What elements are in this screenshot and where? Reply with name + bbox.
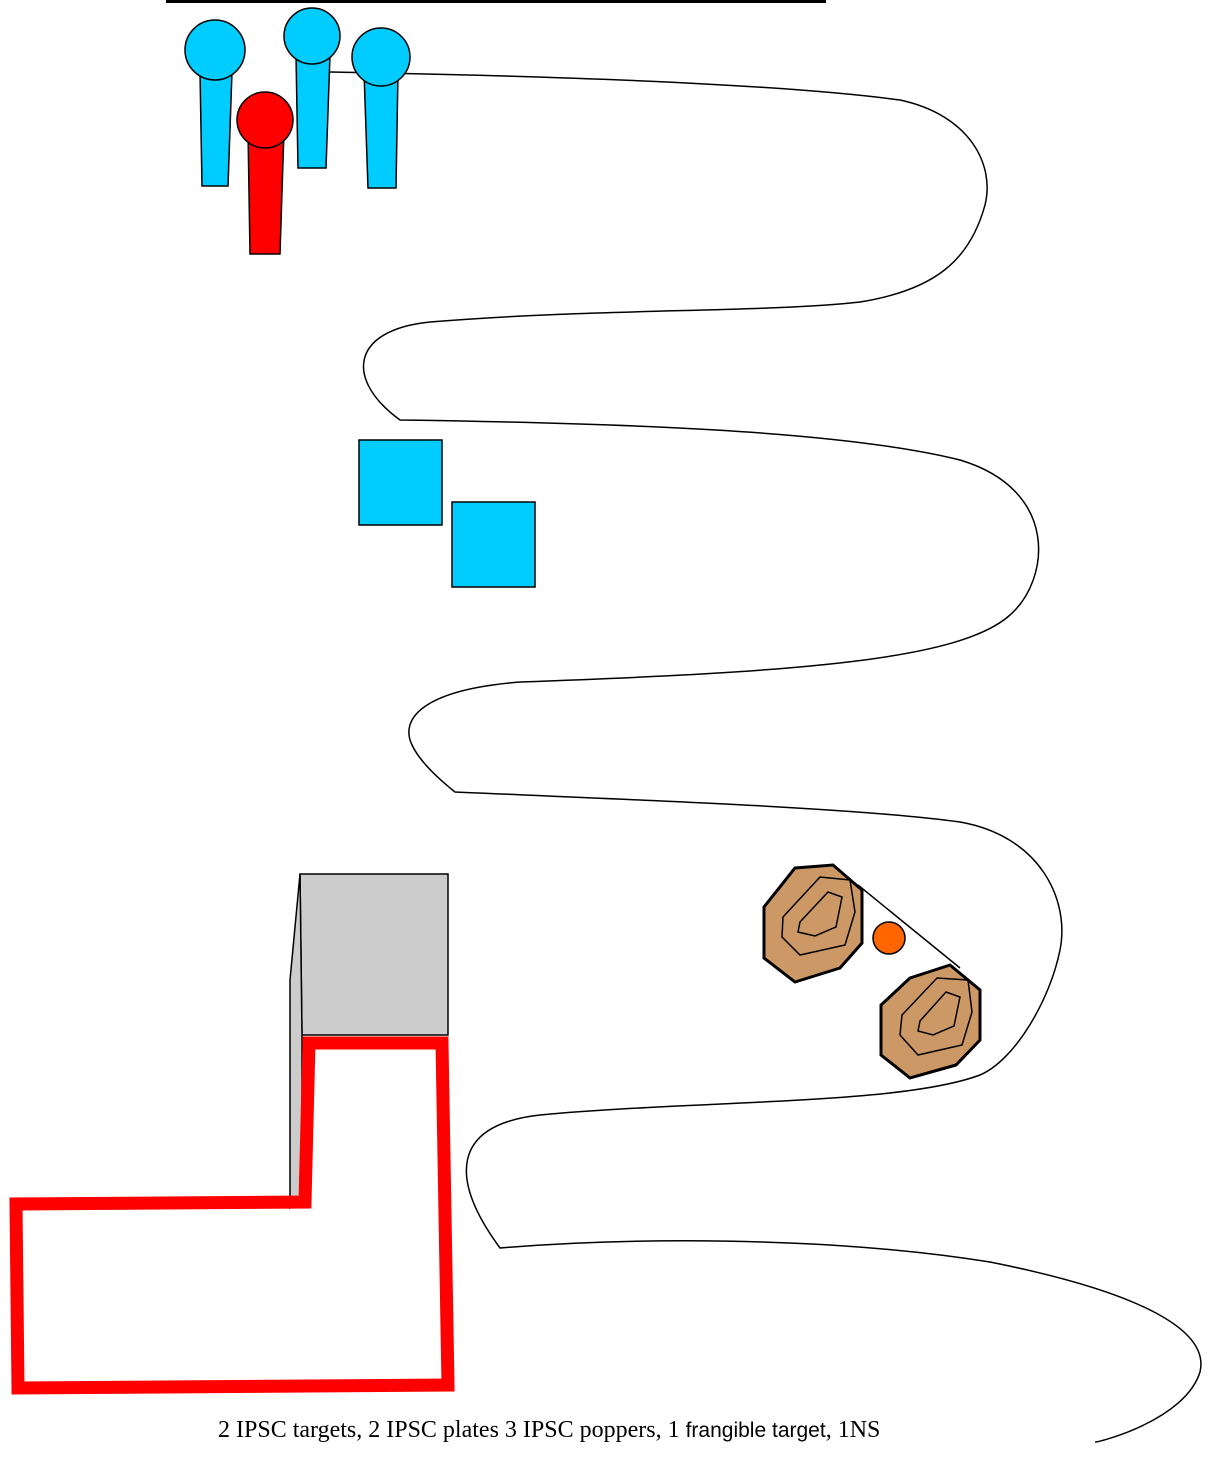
- winding-path: [329, 71, 1202, 1443]
- plate-2: [451, 501, 536, 588]
- ipsc-target-2: [879, 963, 982, 1080]
- popper-middle: [283, 7, 341, 169]
- barricade: [289, 873, 449, 1210]
- ipsc-target-1: [762, 863, 864, 984]
- plate-1: [358, 439, 443, 526]
- caption-part-3: , 1NS: [825, 1417, 881, 1443]
- popper-right: [351, 27, 411, 189]
- stage-caption: 2 IPSC targets, 2 IPSC plates 3 IPSC pop…: [218, 1416, 1138, 1445]
- caption-part-1: 2 IPSC targets, 2 IPSC plates 3 IPSC pop…: [218, 1417, 686, 1443]
- target-link-line: [857, 884, 961, 969]
- frangible-target: [872, 921, 906, 955]
- no-shoot-popper: [236, 91, 294, 255]
- popper-left: [184, 19, 246, 187]
- caption-part-2: frangible target: [685, 1419, 826, 1442]
- shooting-area: [9, 1036, 455, 1395]
